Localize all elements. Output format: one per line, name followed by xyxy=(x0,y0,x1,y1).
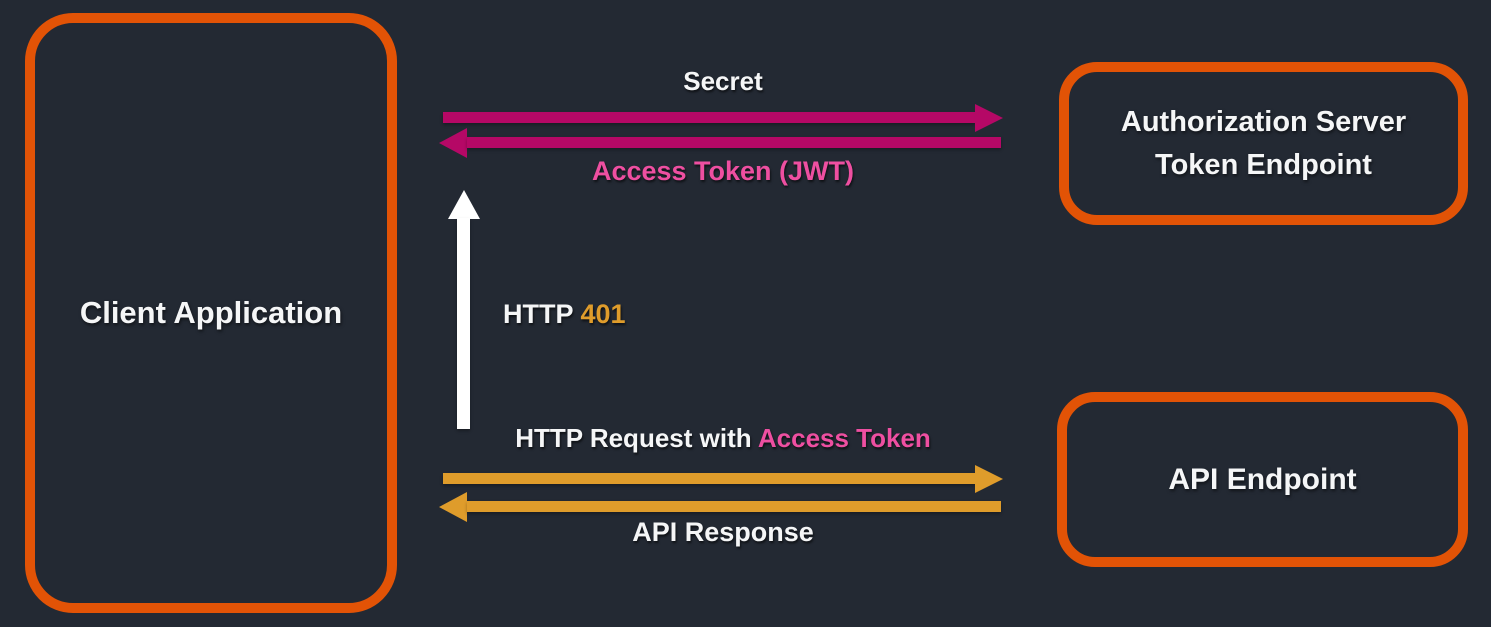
http-request-label: HTTP Request with Access Token xyxy=(443,423,1003,454)
secret-label: Secret xyxy=(683,66,763,96)
secret-arrow-right-icon xyxy=(975,104,1003,132)
api-response-arrow-left-icon xyxy=(439,492,467,522)
client-application-label: Client Application xyxy=(79,295,343,330)
access-token-label: Access Token (JWT) xyxy=(591,156,855,186)
http-401-arrow-shaft xyxy=(457,218,470,429)
authorization-server-label-line2: Token Endpoint xyxy=(1155,148,1372,181)
http-request-label-prefix: HTTP Request with xyxy=(515,423,758,453)
client-application-box: Client Application xyxy=(25,13,397,613)
api-response-label: API Response xyxy=(632,517,814,547)
http-request-arrow-right-icon xyxy=(975,465,1003,493)
api-endpoint-label: API Endpoint xyxy=(1168,462,1357,496)
secret-arrow-shaft xyxy=(443,112,975,123)
authorization-server-box: Authorization Server Token Endpoint xyxy=(1059,62,1468,225)
http-401-label-prefix: HTTP xyxy=(503,299,581,329)
api-endpoint-box: API Endpoint xyxy=(1057,392,1468,567)
http-401-arrow-up-icon xyxy=(448,190,480,219)
access-token-arrow-left-icon xyxy=(439,128,467,158)
http-401-label: HTTP 401 xyxy=(503,299,626,330)
api-response-arrow-shaft xyxy=(467,501,1001,512)
authorization-server-label: Authorization Server Token Endpoint xyxy=(1121,101,1406,185)
authorization-server-label-line1: Authorization Server xyxy=(1120,106,1407,139)
http-request-arrow-shaft xyxy=(443,473,975,484)
access-token-arrow-shaft xyxy=(467,137,1001,148)
http-request-label-highlight: Access Token xyxy=(757,423,931,453)
http-401-label-code: 401 xyxy=(580,299,626,329)
